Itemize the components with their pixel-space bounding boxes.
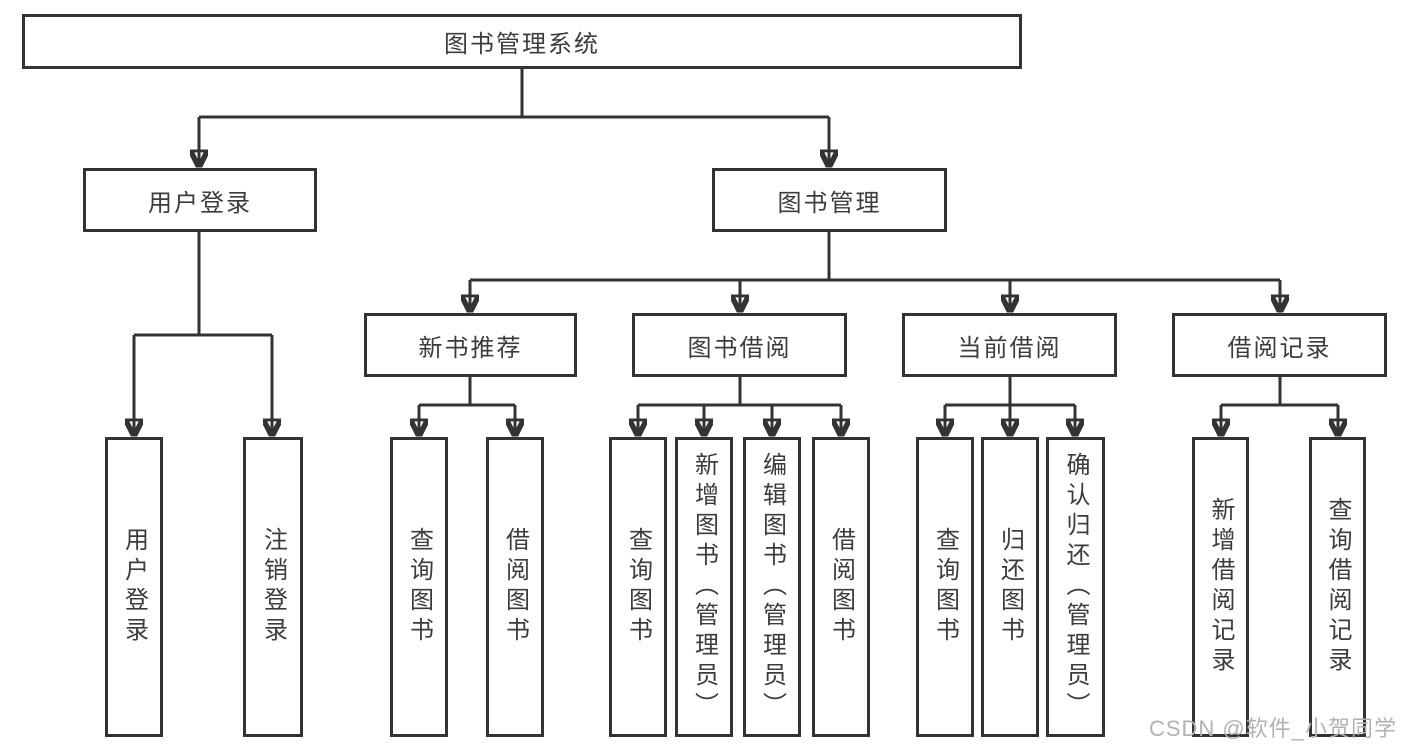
leaf-query-books-current: 查询图书 <box>916 437 974 737</box>
leaf-add-books-admin: 新增图书（管理员） <box>675 437 733 737</box>
leaf-edit-books-admin-label: 编辑图书（管理员） <box>758 452 786 722</box>
leaf-user-login-label: 用户登录 <box>120 527 148 647</box>
leaf-borrow-books-recommend: 借阅图书 <box>486 437 544 737</box>
node-borrowing-records-label: 借阅记录 <box>1227 334 1332 362</box>
leaf-query-books-borrowing-label: 查询图书 <box>624 527 652 647</box>
leaf-query-books-current-label: 查询图书 <box>931 527 959 647</box>
leaf-return-books-label: 归还图书 <box>996 527 1024 647</box>
node-book-borrowing-label: 图书借阅 <box>687 334 792 362</box>
leaf-borrow-books-recommend-label: 借阅图书 <box>501 527 529 647</box>
node-book-management-label: 图书管理 <box>777 189 882 217</box>
node-root: 图书管理系统 <box>22 14 1022 69</box>
node-root-label: 图书管理系统 <box>444 31 600 58</box>
leaf-confirm-return-admin-label: 确认归还（管理员） <box>1062 452 1089 722</box>
leaf-logout-label: 注销登录 <box>259 527 287 647</box>
connector-segments <box>134 69 1338 407</box>
leaf-query-borrow-record-label: 查询借阅记录 <box>1324 497 1351 677</box>
leaf-query-books-recommend-label: 查询图书 <box>405 527 433 647</box>
leaf-borrow-books-borrowing-label: 借阅图书 <box>827 527 855 647</box>
leaf-borrow-books-borrowing: 借阅图书 <box>812 437 870 737</box>
node-new-book-recommendation-label: 新书推荐 <box>418 334 523 362</box>
leaf-logout: 注销登录 <box>243 437 303 737</box>
node-new-book-recommendation: 新书推荐 <box>364 313 577 377</box>
node-user-login-label: 用户登录 <box>148 189 252 217</box>
node-current-borrowing: 当前借阅 <box>902 313 1117 377</box>
leaf-confirm-return-admin: 确认归还（管理员） <box>1046 437 1105 737</box>
leaf-query-books-borrowing: 查询图书 <box>609 437 667 737</box>
leaf-add-books-admin-label: 新增图书（管理员） <box>690 452 718 722</box>
csdn-watermark: CSDN @软件_小贺同学 <box>1148 716 1397 741</box>
leaf-query-borrow-record: 查询借阅记录 <box>1309 437 1366 737</box>
leaf-query-books-recommend: 查询图书 <box>390 437 448 737</box>
leaf-add-borrow-record-label: 新增借阅记录 <box>1207 497 1234 677</box>
leaf-add-borrow-record: 新增借阅记录 <box>1192 437 1249 737</box>
node-book-borrowing: 图书借阅 <box>632 313 847 377</box>
leaf-user-login: 用户登录 <box>105 437 163 737</box>
node-borrowing-records: 借阅记录 <box>1172 313 1387 377</box>
node-current-borrowing-label: 当前借阅 <box>957 334 1062 362</box>
leaf-return-books: 归还图书 <box>981 437 1039 737</box>
node-user-login: 用户登录 <box>83 168 317 232</box>
leaf-edit-books-admin: 编辑图书（管理员） <box>743 437 801 737</box>
node-book-management: 图书管理 <box>712 168 947 232</box>
